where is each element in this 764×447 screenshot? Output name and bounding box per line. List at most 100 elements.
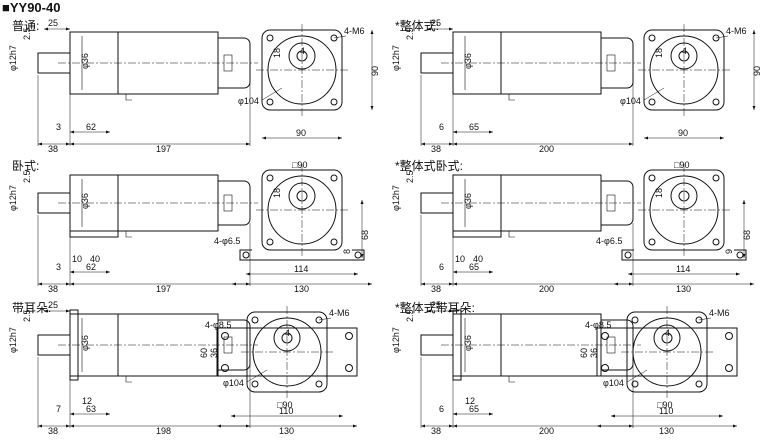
ear-hole	[221, 332, 229, 340]
foot-hole-label: 4-φ6.5	[214, 236, 240, 246]
arrow-head	[231, 414, 235, 418]
lead-wire	[125, 94, 132, 101]
mounting-hole	[695, 316, 703, 324]
ear-offset-label: 12	[82, 396, 92, 406]
flange-width-label: 90	[678, 128, 688, 138]
arrow-head	[427, 309, 431, 313]
arrow-head	[360, 200, 364, 204]
height-label: 68	[742, 230, 752, 240]
leader-line	[715, 35, 729, 39]
lead-wire	[508, 94, 515, 101]
arrow-head	[66, 282, 70, 286]
pilot-offset-label: 18	[654, 188, 664, 198]
arrow-head	[38, 424, 42, 428]
mounting-hole	[330, 238, 338, 246]
shaft-end	[661, 332, 673, 344]
bolt-circle-label: φ104	[603, 378, 624, 388]
arrow-head	[70, 130, 74, 134]
foot-height-label: 8	[342, 249, 352, 254]
arrow-head	[449, 27, 453, 31]
arrow-head	[489, 412, 493, 416]
arrow-head	[217, 424, 221, 428]
arrow-head	[449, 282, 453, 286]
arrow-head	[720, 136, 724, 140]
shaft-end	[281, 332, 293, 344]
flange-gap-label: 6	[439, 262, 444, 272]
shaft-diameter-label: φ12h7	[391, 327, 401, 353]
leader-line	[246, 369, 268, 383]
arrow-head	[644, 136, 648, 140]
arrow-head	[453, 142, 457, 146]
key-width-label: 4	[300, 46, 305, 56]
arrow-head	[489, 130, 493, 134]
bolt-circle-label: φ104	[238, 96, 259, 106]
base-width-label: 130	[676, 284, 691, 294]
pilot-diameter-label: φ36	[463, 335, 473, 351]
arrow-head	[629, 142, 633, 146]
shaft-extension-label: 38	[48, 426, 58, 436]
shaft-diameter-label: φ12h7	[8, 45, 18, 71]
arrow-head	[66, 27, 70, 31]
arrow-head	[38, 282, 42, 286]
height-label: 68	[360, 230, 370, 240]
arrow-head	[106, 412, 110, 416]
arrow-head	[427, 27, 431, 31]
shaft-extension-label: 38	[48, 144, 58, 154]
flange-size-label: □90	[292, 160, 307, 170]
drawing-title: ■YY90-40	[2, 0, 60, 15]
pilot-diameter-label: φ36	[463, 53, 473, 69]
key-width-label: 4	[682, 46, 687, 56]
mounting-hole	[631, 380, 639, 388]
key-depth-label: 2.5	[405, 170, 415, 183]
mounting-hole	[266, 98, 274, 106]
shaft-diameter-label: φ12h7	[8, 185, 18, 211]
ear-hole	[601, 364, 609, 372]
flange-height-label: 90	[752, 66, 762, 76]
ear-hole	[345, 332, 353, 340]
pilot-offset-label: 18	[272, 48, 282, 58]
pilot-diameter-label: φ36	[80, 193, 90, 209]
leader-line	[626, 369, 648, 383]
ear-hole	[725, 332, 733, 340]
arrow-head	[453, 270, 457, 274]
mounting-foot	[452, 230, 502, 238]
arrow-head	[70, 282, 74, 286]
flange-size-label: □90	[674, 160, 689, 170]
arrow-head	[353, 424, 357, 428]
gearhead-length-label: 63	[86, 404, 96, 414]
arrow-head	[742, 254, 746, 258]
section-label: 带耳朵:	[12, 301, 51, 315]
arrow-head	[368, 282, 372, 286]
shaft-extension-label: 38	[431, 426, 441, 436]
mounting-foot	[69, 230, 119, 238]
mounting-hole	[315, 316, 323, 324]
tapped-hole-label: 4-M6	[344, 26, 365, 36]
foot-hole	[624, 251, 632, 259]
foot-offset-label: 10	[455, 254, 465, 264]
arrow-head	[719, 414, 723, 418]
pilot-diameter-label: φ36	[80, 53, 90, 69]
mounting-hole	[712, 238, 720, 246]
base-width-label: 130	[294, 284, 309, 294]
pilot-diameter-label: φ36	[463, 193, 473, 209]
key-depth-label: 2.5	[22, 170, 32, 183]
ear-height-label: 60	[579, 348, 589, 358]
arrow-head	[360, 254, 364, 258]
arrow-head	[338, 136, 342, 140]
arrow-head	[354, 272, 358, 276]
gearhead-length-label: 62	[86, 262, 96, 272]
overall-length-label: 200	[539, 426, 554, 436]
mounting-hole	[266, 238, 274, 246]
hole-pitch-label: 110	[279, 406, 293, 416]
section-label: *整体式带耳朵:	[395, 300, 475, 315]
section-label: 普通:	[12, 19, 39, 33]
lead-wire	[508, 231, 515, 238]
arrow-head	[246, 272, 250, 276]
hole-pitch-label: 114	[676, 264, 690, 274]
arrow-head	[750, 282, 754, 286]
ear-hole-label: 4-φ8.5	[585, 320, 611, 330]
arrow-head	[628, 272, 632, 276]
arrow-head	[453, 130, 457, 134]
